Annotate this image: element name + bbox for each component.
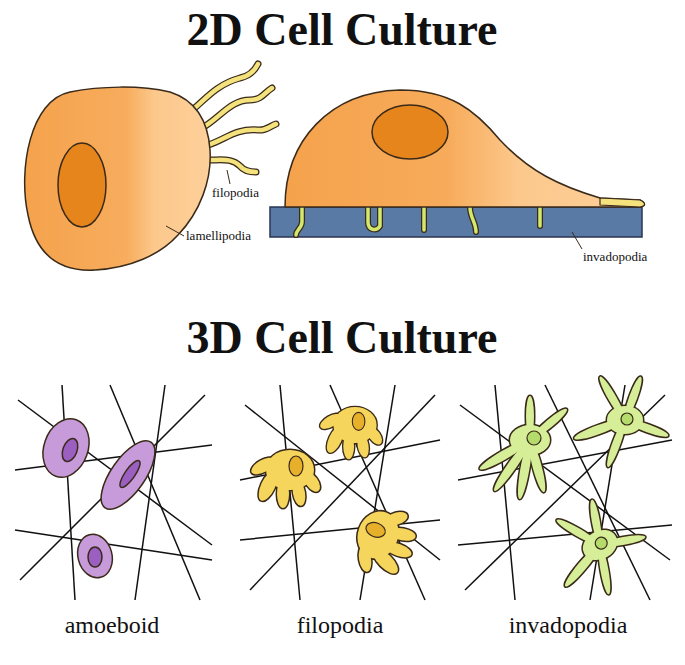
matrix-filopodia [240,385,440,600]
section-heading: 3D Cell Culture [187,312,498,365]
panel-caption: filopodia [297,612,384,640]
panel-caption: invadopodia [509,612,628,640]
matrix-amoeboid [15,385,212,600]
part-label: invadopodia [583,250,647,265]
migrating-cell [25,64,276,270]
amoeboid-cells [35,412,165,581]
filopodia-cells [249,407,425,587]
invading-cell [270,90,645,249]
invadopodia-cells [478,375,670,613]
section-heading: 2D Cell Culture [187,4,498,57]
panel-caption: amoeboid [65,612,160,640]
part-label: lamellipodia [186,229,251,244]
part-label: filopodia [212,186,259,201]
